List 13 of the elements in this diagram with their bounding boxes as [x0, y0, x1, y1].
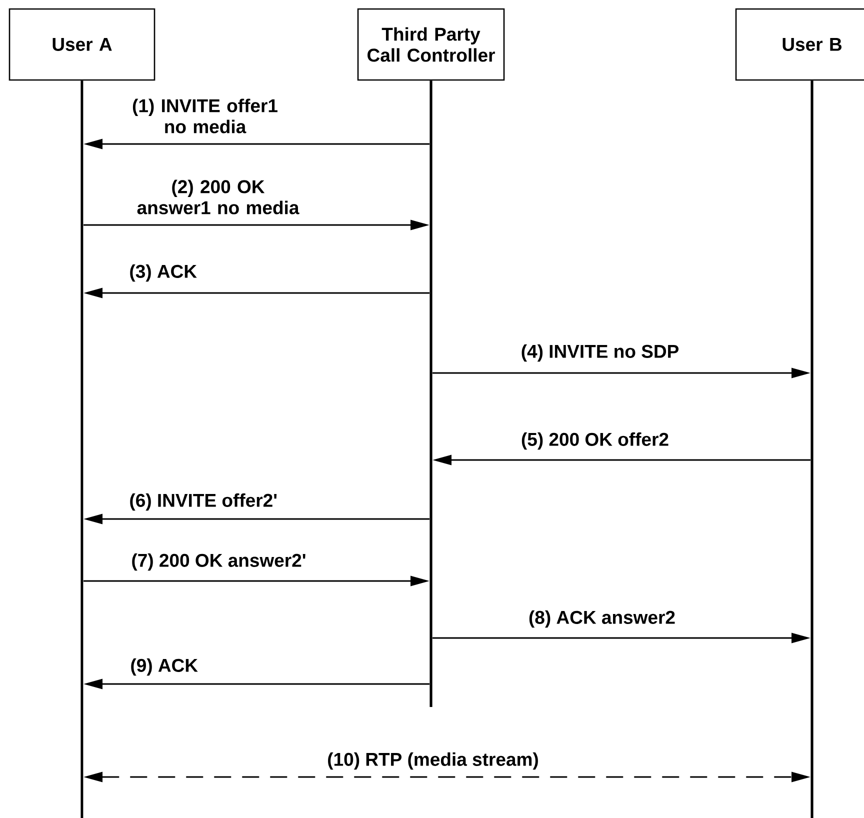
edge-label: (7) 200 OK answer2': [132, 553, 306, 571]
edge-label: (8) ACK answer2: [529, 610, 675, 628]
edge-label: (5) 200 OK offer2: [522, 432, 668, 450]
participant-box: User A: [8, 8, 156, 81]
edge-label: (2) 200 OK answer1 no media: [137, 180, 300, 214]
participant-box: User B: [735, 8, 864, 81]
edge-label: (3) ACK: [130, 264, 197, 282]
edge-label: (1) INVITE offer1 no media: [132, 98, 278, 134]
edge-label: (4) INVITE no SDP: [522, 344, 679, 362]
edge-label: (9) ACK: [131, 658, 198, 676]
participant-box: Third Party Call Controller: [357, 8, 505, 81]
edge-label: (6) INVITE offer2': [130, 493, 277, 511]
edge-label: (10) RTP (media stream): [328, 752, 538, 770]
